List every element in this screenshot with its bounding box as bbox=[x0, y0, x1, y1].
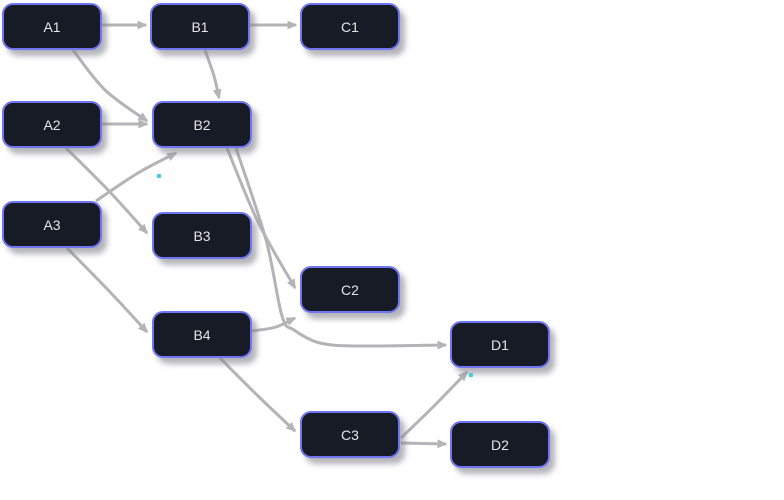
node-c2[interactable]: C2 bbox=[300, 266, 400, 313]
node-label: D2 bbox=[491, 436, 509, 453]
node-c3[interactable]: C3 bbox=[300, 411, 400, 458]
edge-c3-d2[interactable] bbox=[400, 439, 448, 449]
edge-a3-b4[interactable] bbox=[65, 246, 149, 334]
node-b4[interactable]: B4 bbox=[152, 311, 252, 358]
node-label: A3 bbox=[43, 216, 61, 233]
node-a2[interactable]: A2 bbox=[2, 101, 102, 148]
node-label: B3 bbox=[193, 227, 211, 244]
node-c1[interactable]: C1 bbox=[300, 3, 400, 50]
node-b3[interactable]: B3 bbox=[152, 212, 252, 259]
edge-packet-dot bbox=[469, 373, 473, 377]
node-label: C1 bbox=[341, 18, 359, 35]
edge-b2-c2[interactable] bbox=[225, 147, 297, 290]
edge-b4-c3[interactable] bbox=[218, 356, 297, 433]
node-label: A1 bbox=[43, 18, 61, 35]
edge-b4-c2[interactable] bbox=[251, 316, 297, 333]
node-b1[interactable]: B1 bbox=[150, 3, 250, 50]
edge-c3-d1[interactable] bbox=[399, 370, 469, 440]
node-b2[interactable]: B2 bbox=[152, 101, 252, 148]
edge-a2-b3[interactable] bbox=[64, 146, 149, 235]
node-label: B4 bbox=[193, 326, 211, 343]
node-d1[interactable]: D1 bbox=[450, 321, 550, 368]
node-d2[interactable]: D2 bbox=[450, 421, 550, 468]
edge-b2-d1[interactable] bbox=[234, 147, 448, 350]
node-label: D1 bbox=[491, 336, 509, 353]
node-label: B2 bbox=[193, 116, 211, 133]
edge-a3-b2[interactable] bbox=[95, 151, 178, 203]
node-a3[interactable]: A3 bbox=[2, 201, 102, 248]
edge-a1-b2[interactable] bbox=[71, 49, 149, 123]
edge-b1-b2[interactable] bbox=[203, 49, 222, 100]
node-label: C2 bbox=[341, 281, 359, 298]
node-label: B1 bbox=[191, 18, 209, 35]
node-label: C3 bbox=[341, 426, 359, 443]
edge-packet-dot bbox=[157, 174, 161, 178]
node-a1[interactable]: A1 bbox=[2, 3, 102, 50]
node-label: A2 bbox=[43, 116, 61, 133]
